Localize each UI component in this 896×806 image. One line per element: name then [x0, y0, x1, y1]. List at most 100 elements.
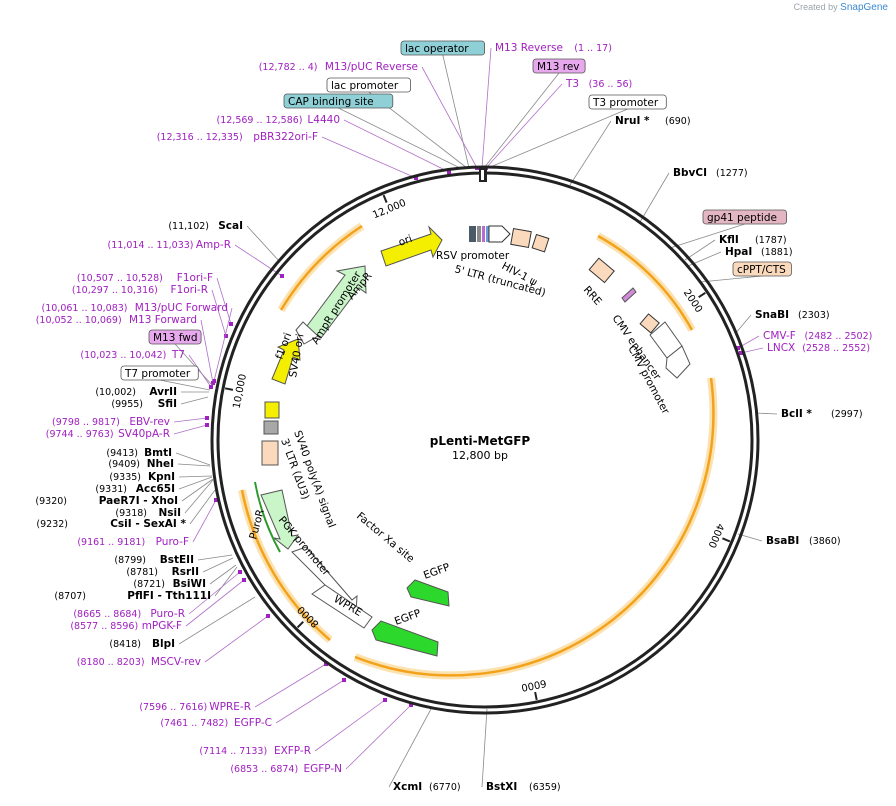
svg-text:(8577 .. 8596): (8577 .. 8596) — [70, 621, 138, 632]
label-puro-r[interactable]: Puro-R(8665 .. 8684) — [73, 608, 185, 620]
label-puro-f[interactable]: Puro-F(9161 .. 9181) — [77, 536, 189, 548]
svg-text:KflI: KflI — [719, 234, 739, 246]
inner-label-ampr-promoter: AmpR promoter — [309, 269, 364, 347]
svg-text:(10,052 .. 10,069): (10,052 .. 10,069) — [36, 315, 122, 326]
label-l4440[interactable]: L4440(12,569 .. 12,586) — [217, 114, 340, 126]
svg-text:F1ori-F: F1ori-F — [177, 272, 213, 284]
label-nsii[interactable]: NsiI(9318) — [115, 507, 181, 519]
label-bstxi[interactable]: BstXI(6359) — [486, 781, 561, 793]
label-sfii[interactable]: SfiI(9955) — [111, 398, 177, 410]
label-box-gp41-peptide — [702, 209, 787, 225]
svg-text:(10,297 .. 10,316): (10,297 .. 10,316) — [72, 285, 158, 296]
tick-4 — [224, 387, 234, 391]
label-scai[interactable]: ScaI(11,102) — [168, 220, 243, 232]
label-f1ori-r[interactable]: F1ori-R(10,297 .. 10,316) — [72, 284, 208, 296]
svg-text:L4440: L4440 — [307, 114, 340, 126]
label-csii-sexai[interactable]: CsiI - SexAI *(9232) — [36, 518, 186, 530]
label-m13-puc-reverse[interactable]: M13/pUC Reverse(12,782 .. 4) — [259, 61, 418, 73]
svg-text:Puro-R: Puro-R — [150, 608, 185, 620]
orange-feature-arcs — [238, 222, 718, 680]
label-t3-promoter[interactable]: T3 promoter — [588, 94, 667, 110]
label-msvc-rev[interactable]: MSCV-rev(8180 .. 8203) — [77, 656, 201, 668]
label-ebv-rev[interactable]: EBV-rev(9798 .. 9817) — [52, 416, 170, 428]
label-m13-fwd[interactable]: M13 fwd — [148, 329, 202, 345]
svg-text:mPGK-F: mPGK-F — [142, 620, 182, 632]
svg-text:(6853 .. 6874): (6853 .. 6874) — [230, 764, 298, 775]
svg-text:(8707): (8707) — [54, 591, 86, 602]
label-rsrii[interactable]: RsrII(8781) — [126, 566, 199, 578]
label-m13-reverse[interactable]: M13 Reverse(1 .. 17) — [495, 42, 612, 54]
svg-text:KpnI: KpnI — [148, 471, 175, 483]
label-mpgk-f[interactable]: mPGK-F (8577 .. 8596) — [70, 620, 182, 632]
arc-bottom-right-core — [354, 377, 715, 677]
label-cmv-f[interactable]: CMV-F(2482 .. 2502) — [763, 330, 872, 342]
label-nrui[interactable]: NruI *(690) — [615, 115, 691, 127]
label-cap-binding-site[interactable]: CAP binding site — [283, 93, 394, 109]
svg-text:(1 .. 17): (1 .. 17) — [574, 43, 612, 54]
label-xcmi[interactable]: XcmI(6770) — [393, 781, 461, 793]
label-blpi[interactable]: BlpI(8418) — [109, 638, 175, 650]
label-lac-operator[interactable]: lac operator — [400, 40, 485, 56]
label-avrii[interactable]: AvrII(10,002) — [95, 386, 177, 398]
label-bsteii[interactable]: BstEII(8799) — [114, 554, 194, 566]
svg-text:M13 fwd: M13 fwd — [153, 332, 198, 344]
label-bsabi[interactable]: BsaBI(3860) — [766, 535, 841, 547]
label-kfli[interactable]: KflI (1787) — [719, 234, 787, 246]
label-bsiwi[interactable]: BsiWI(8721) — [133, 578, 206, 590]
label-box-t3-promoter — [588, 94, 667, 110]
svg-text:T7 promoter: T7 promoter — [124, 368, 191, 380]
label-nhei[interactable]: NheI(9409) — [108, 458, 174, 470]
label-box-m13-rev — [532, 58, 586, 74]
label-m13-rev[interactable]: M13 rev — [532, 58, 586, 74]
label-box-lac-promoter — [326, 77, 411, 93]
svg-text:(9335): (9335) — [109, 472, 141, 483]
ampr-arrow — [303, 265, 367, 339]
label-acc65i[interactable]: Acc65I(9331) — [95, 483, 175, 495]
label-amp-r[interactable]: Amp-R(11,014 .. 11,033) — [108, 239, 231, 251]
label-wpre-r[interactable]: WPRE-R(7596 .. 7616) — [139, 701, 251, 713]
label-t3[interactable]: T3(36 .. 56) — [565, 78, 632, 90]
ring-feature-marks — [479, 168, 487, 182]
label-pbr322ori-f[interactable]: pBR322ori-F(12,316 .. 12,335) — [157, 131, 318, 143]
label-gp41-peptide[interactable]: gp41 peptide — [702, 209, 787, 225]
egfp-arrow-1 — [406, 579, 450, 607]
svg-text:lac operator: lac operator — [405, 43, 469, 55]
label-t7[interactable]: T7(10,023 .. 10,042) — [80, 349, 185, 361]
svg-text:HpaI: HpaI — [725, 246, 752, 258]
label-m13-forward[interactable]: M13 Forward(10,052 .. 10,069) — [36, 314, 197, 326]
label-kpni[interactable]: KpnI (9335) — [109, 471, 175, 483]
outer-labels: lac operator M13 Reverse(1 .. 17) M13/pUC … — [35, 40, 872, 793]
tick-label-1: 4000 — [706, 522, 726, 550]
label-lncx[interactable]: LNCX(2528 .. 2552) — [767, 342, 870, 354]
ltr3-box — [261, 440, 279, 466]
label-box-cap-binding-site — [283, 93, 394, 109]
inner-label-egfp-1: EGFP — [422, 561, 452, 582]
label-m13-puc-forward[interactable]: M13/pUC Forward(10,061 .. 10,083) — [42, 302, 228, 314]
svg-text:BbvCI: BbvCI — [673, 167, 707, 179]
label-box-m13-fwd — [148, 329, 202, 345]
inner-label-rsv-promoter: RSV promoter — [436, 250, 510, 262]
label-t7-promoter[interactable]: T7 promoter — [120, 365, 199, 381]
label-hpai[interactable]: HpaI(1881) — [725, 246, 793, 258]
label-sv40pa-r[interactable]: SV40pA-R(9744 .. 9763) — [46, 428, 170, 440]
plasmid-name: pLenti-MetGFP — [430, 434, 531, 448]
svg-text:(1787): (1787) — [755, 235, 787, 246]
label-egfp-n[interactable]: EGFP-N (6853 .. 6874) — [230, 763, 342, 775]
label-pflfi-tth111i[interactable]: PflFI - Tth111I(8707) — [54, 590, 211, 602]
svg-text:(9161 .. 9181): (9161 .. 9181) — [77, 537, 145, 548]
label-bcli[interactable]: BclI *(2997) — [781, 408, 863, 420]
svg-text:EGFP-N: EGFP-N — [303, 763, 342, 775]
label-lac-promoter[interactable]: lac promoter — [326, 77, 411, 93]
svg-text:(7114 .. 7133): (7114 .. 7133) — [199, 746, 267, 757]
label-snabi[interactable]: SnaBI(2303) — [755, 309, 830, 321]
label-bbvci[interactable]: BbvCI(1277) — [673, 167, 748, 179]
label-box-lac-operator — [400, 40, 485, 56]
label-cppt-cts[interactable]: cPPT/CTS — [732, 261, 792, 277]
label-paer7i-xhoi[interactable]: PaeR7I - XhoI(9320) — [35, 495, 178, 507]
label-bmti[interactable]: BmtI(9413) — [106, 447, 172, 459]
svg-text:(8418): (8418) — [109, 639, 141, 650]
label-egfp-c[interactable]: EGFP-C(7461 .. 7482) — [160, 717, 272, 729]
label-f1ori-f[interactable]: F1ori-F(10,507 .. 10,528) — [77, 272, 213, 284]
label-exfp-r[interactable]: EXFP-R(7114 .. 7133) — [199, 745, 311, 757]
